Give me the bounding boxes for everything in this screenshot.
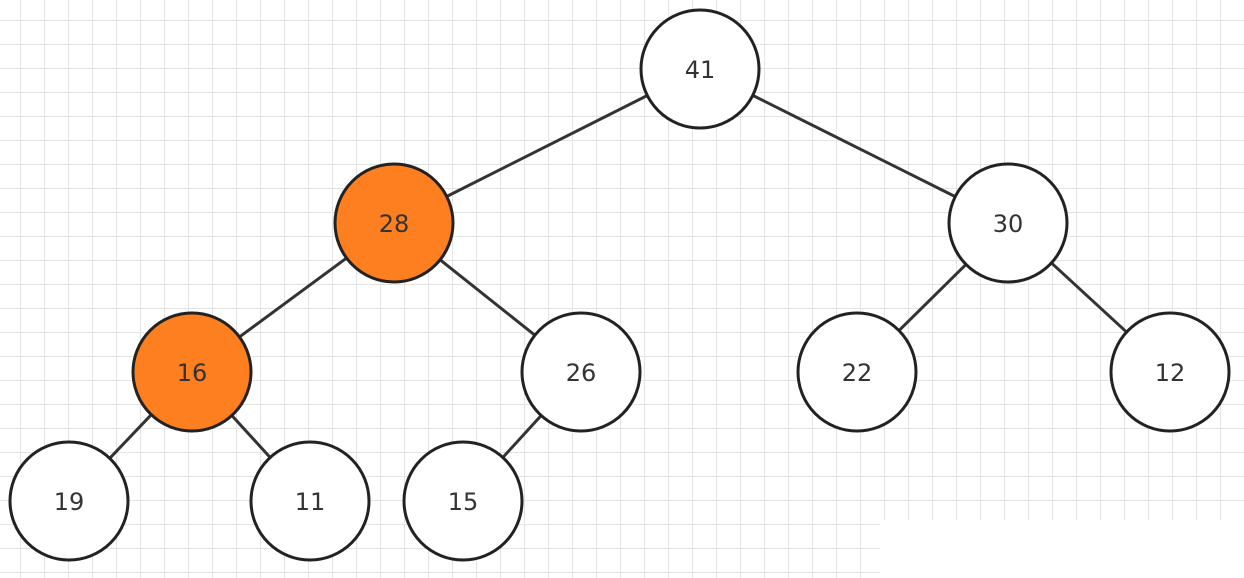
node-circle [402,440,524,562]
edge-16-19 [108,413,153,460]
tree-node-28: 28 [333,162,455,284]
node-label: 16 [177,359,208,387]
node-circle [8,440,130,562]
node-label: 11 [295,488,326,516]
tree-node-15: 15 [402,440,524,562]
edge-28-16 [238,256,348,339]
node-label: 28 [379,210,410,238]
edge-41-30 [752,94,956,198]
tree-node-26: 26 [520,311,642,433]
node-label: 30 [993,210,1024,238]
edge-30-12 [1050,261,1128,334]
tree-node-41: 41 [639,8,761,130]
node-circle [249,440,371,562]
tree-node-12: 12 [1109,311,1231,433]
node-circle [520,311,642,433]
edge-41-28 [446,94,648,198]
node-label: 19 [54,488,85,516]
node-label: 26 [566,359,597,387]
node-circle [947,162,1069,284]
tree-node-22: 22 [796,311,918,433]
edge-28-26 [439,258,536,337]
edge-16-11 [230,414,272,459]
highlighted-node-circle [333,162,455,284]
node-label: 12 [1155,359,1186,387]
edge-30-22 [897,263,968,332]
tree-nodes: 41 28 30 16 26 22 12 19 11 15 [8,8,1231,562]
edge-26-15 [501,414,543,459]
node-circle [796,311,918,433]
node-circle [1109,311,1231,433]
tree-node-16: 16 [131,311,253,433]
highlighted-node-circle [131,311,253,433]
tree-node-19: 19 [8,440,130,562]
blank-corner-area [880,520,1244,578]
tree-node-11: 11 [249,440,371,562]
tree-edges [108,94,1128,460]
node-label: 15 [448,488,479,516]
node-circle [639,8,761,130]
node-label: 22 [842,359,873,387]
tree-node-30: 30 [947,162,1069,284]
node-label: 41 [685,56,716,84]
